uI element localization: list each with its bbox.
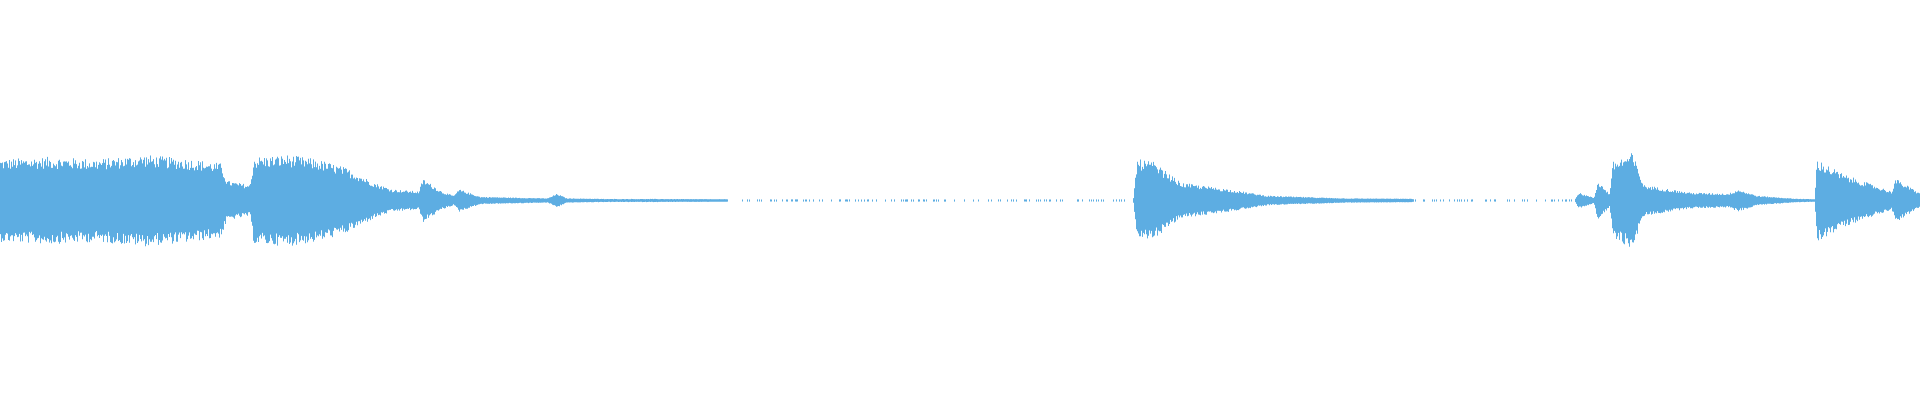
waveform-path bbox=[0, 153, 1920, 247]
waveform-bars bbox=[0, 153, 1920, 247]
